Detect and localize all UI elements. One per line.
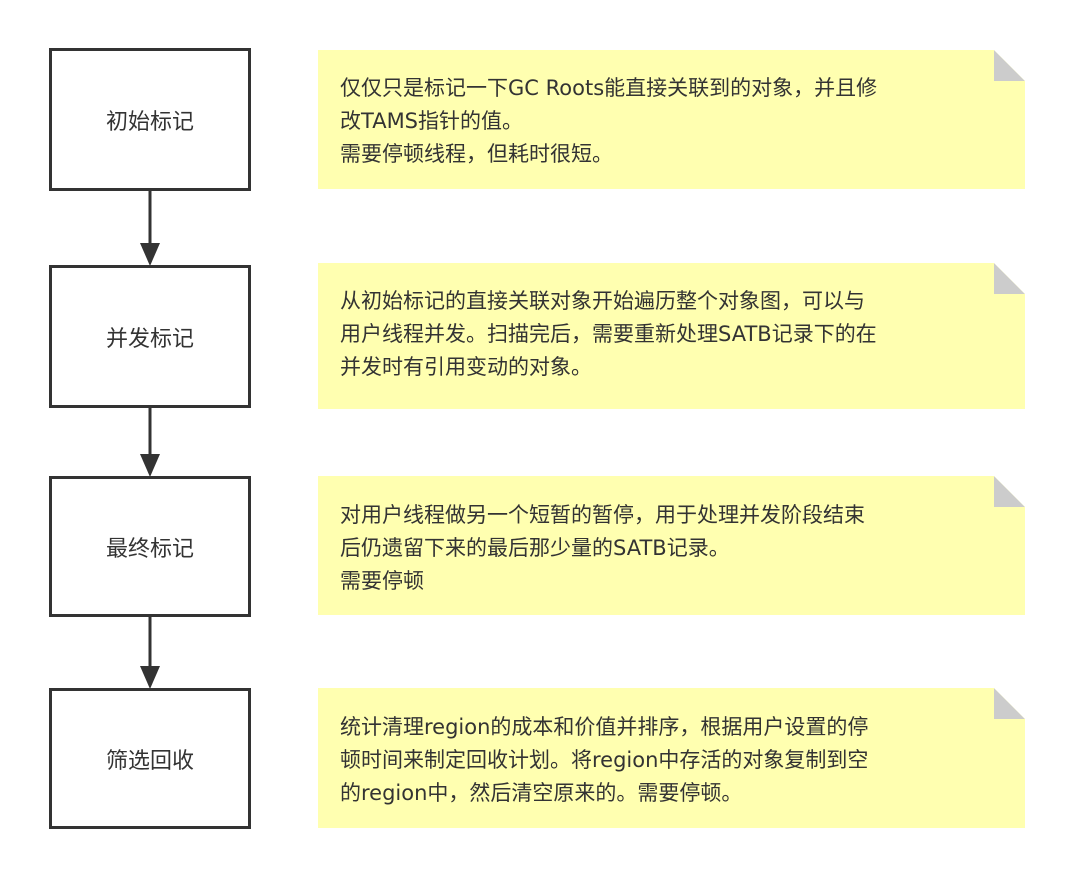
arrow-head	[140, 454, 160, 477]
arrow-head	[140, 243, 160, 266]
note-line: 改TAMS指针的值。	[340, 109, 524, 133]
note-line: 用户线程并发。扫描完后，需要重新处理SATB记录下的在	[340, 322, 877, 346]
note-cleanup: 统计清理region的成本和价值并排序，根据用户设置的停 顿时间来制定回收计划。…	[318, 688, 1025, 828]
note-line: 后仍遗留下来的最后那少量的SATB记录。	[340, 536, 730, 560]
step-final-mark: 最终标记	[49, 476, 251, 617]
arrow-head	[140, 666, 160, 689]
step-label: 初始标记	[105, 109, 194, 135]
step-cleanup: 筛选回收	[49, 688, 251, 829]
note-initial-mark: 仅仅只是标记一下GC Roots能直接关联到的对象，并且修 改TAMS指针的值。…	[318, 50, 1025, 189]
note-line: 需要停顿线程，但耗时很短。	[340, 142, 613, 166]
step-label: 并发标记	[105, 326, 194, 352]
note-line: 的region中，然后清空原来的。需要停顿。	[340, 781, 743, 805]
note-line: 统计清理region的成本和价值并排序，根据用户设置的停	[340, 715, 869, 739]
note-concurrent-mark: 从初始标记的直接关联对象开始遍历整个对象图，可以与 用户线程并发。扫描完后，需要…	[318, 263, 1025, 409]
note-line: 从初始标记的直接关联对象开始遍历整个对象图，可以与	[340, 289, 865, 313]
note-final-mark: 对用户线程做另一个短暂的暂停，用于处理并发阶段结束 后仍遗留下来的最后那少量的S…	[318, 476, 1025, 615]
step-label: 筛选回收	[105, 748, 194, 774]
step-initial-mark: 初始标记	[49, 48, 251, 191]
step-concurrent-mark: 并发标记	[49, 265, 251, 408]
note-line: 并发时有引用变动的对象。	[340, 355, 592, 379]
note-line: 仅仅只是标记一下GC Roots能直接关联到的对象，并且修	[340, 76, 878, 100]
note-line: 需要停顿	[340, 569, 424, 593]
note-line: 顿时间来制定回收计划。将region中存活的对象复制到空	[340, 748, 869, 772]
step-label: 最终标记	[105, 536, 194, 562]
note-line: 对用户线程做另一个短暂的暂停，用于处理并发阶段结束	[340, 503, 865, 527]
